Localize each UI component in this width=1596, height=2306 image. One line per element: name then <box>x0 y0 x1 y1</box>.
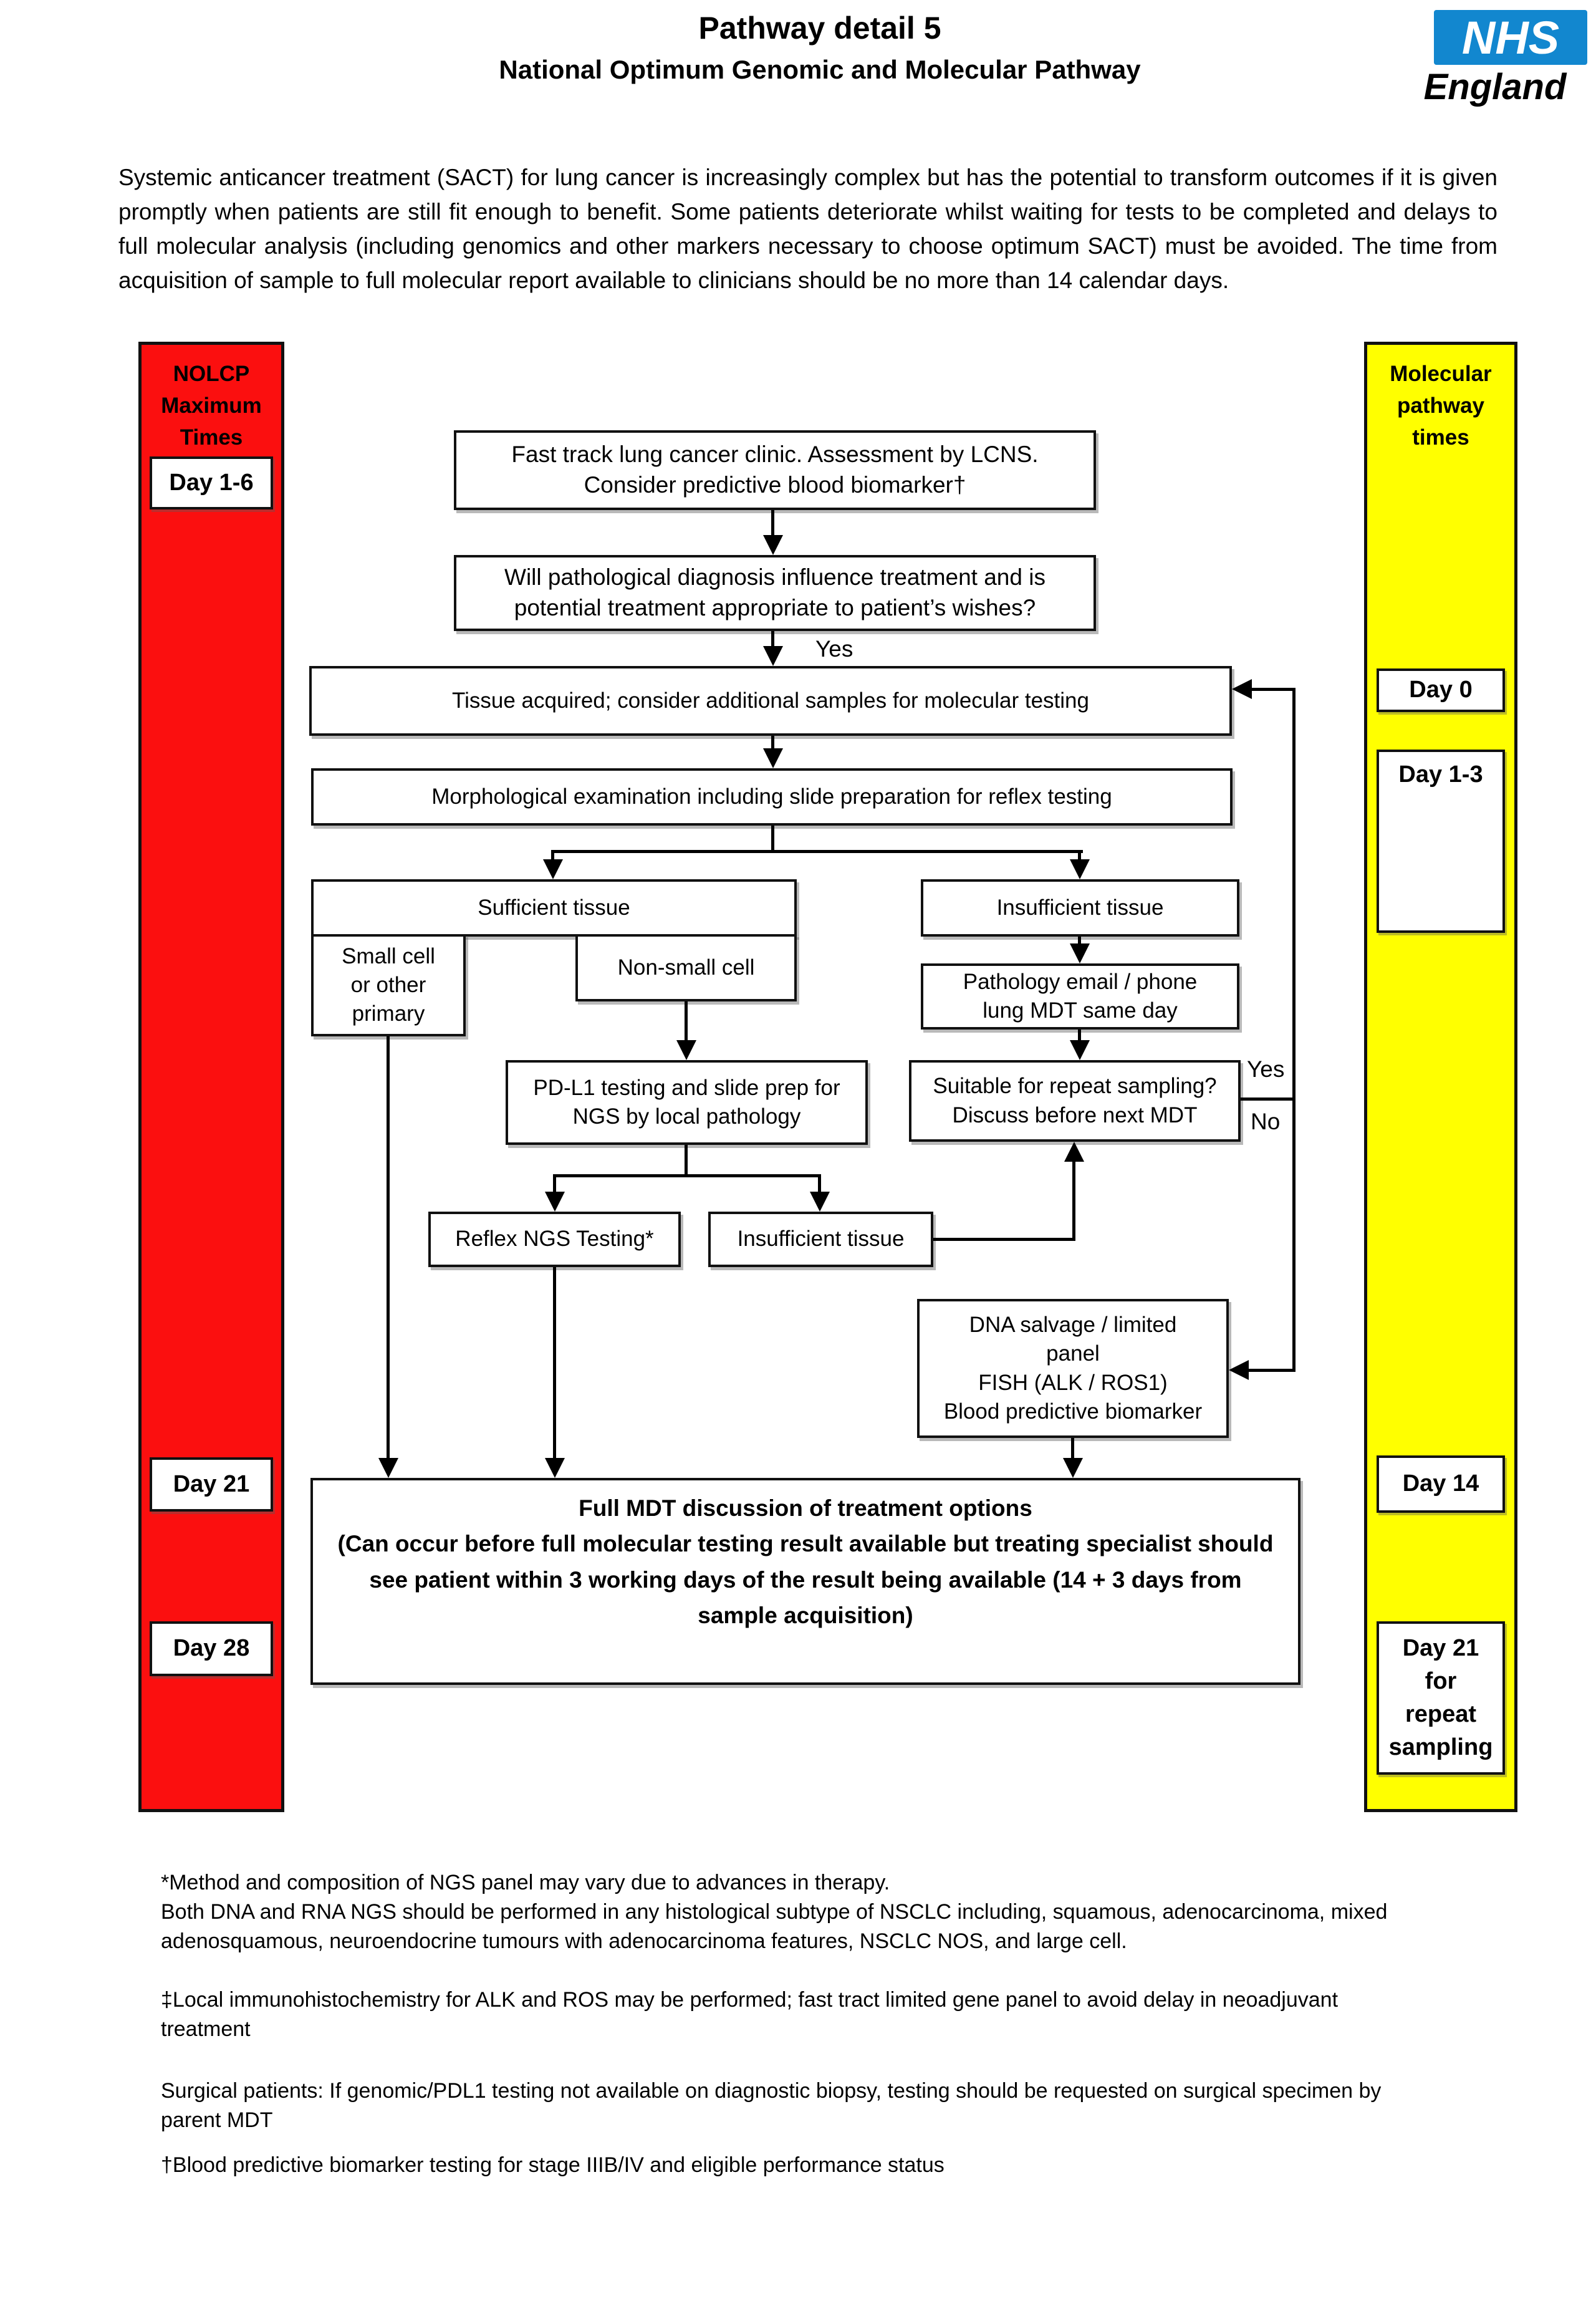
connector-line <box>1241 1098 1296 1101</box>
label-yes-diagnosis: Yes <box>815 636 853 662</box>
connector-line <box>933 1238 1075 1241</box>
arrowhead-down <box>763 646 783 666</box>
box-reflex-ngs: Reflex NGS Testing* <box>428 1212 681 1267</box>
connector-line <box>387 1036 390 1459</box>
connector-line <box>1078 937 1081 945</box>
label-yes-repeat-sampling: Yes <box>1247 1056 1285 1082</box>
box-small-cell: Small cell or other primary <box>311 934 466 1036</box>
box-pathology-email: Pathology email / phone lung MDT same da… <box>921 963 1239 1030</box>
box-pdl1-testing: PD-L1 testing and slide prep for NGS by … <box>506 1060 868 1145</box>
footnote-surgical-patients: Surgical patients: If genomic/PDL1 testi… <box>161 2079 1382 2132</box>
connector-line <box>1292 688 1296 1372</box>
box-tissue-acquired: Tissue acquired; consider additional sam… <box>309 666 1232 736</box>
arrowhead-down <box>545 1192 565 1212</box>
nolcp-times-column: NOLCP Maximum Times <box>138 342 284 1812</box>
molecular-column-header: Molecular pathway times <box>1390 362 1492 450</box>
box-full-mdt: Full MDT discussion of treatment options… <box>310 1478 1300 1685</box>
milestone-day-28: Day 28 <box>150 1621 273 1676</box>
arrowhead-down <box>763 748 783 768</box>
arrowhead-down <box>543 859 563 879</box>
milestone-day-14: Day 14 <box>1377 1455 1505 1513</box>
arrowhead-down <box>763 535 783 555</box>
arrowhead-down <box>676 1040 696 1060</box>
arrowhead-down <box>1063 1458 1083 1478</box>
box-non-small-cell: Non-small cell <box>575 934 797 1001</box>
milestone-day-21: Day 21 <box>150 1457 273 1512</box>
connector-line <box>1071 1438 1074 1459</box>
connector-line <box>685 1001 688 1041</box>
box-pathological-diagnosis-question: Will pathological diagnosis influence tr… <box>454 555 1096 631</box>
connector-line <box>551 850 554 861</box>
arrowhead-down <box>1070 859 1090 879</box>
box-insufficient-tissue: Insufficient tissue <box>921 879 1239 937</box>
connector-line <box>1072 1160 1075 1240</box>
box-insufficient-tissue-2: Insufficient tissue <box>708 1212 933 1267</box>
arrowhead-down <box>378 1458 398 1478</box>
arrowhead-left <box>1229 1360 1249 1380</box>
box-sufficient-tissue: Sufficient tissue <box>311 879 797 937</box>
intro-paragraph: Systemic anticancer treatment (SACT) for… <box>118 165 1497 293</box>
page-subtitle: National Optimum Genomic and Molecular P… <box>499 55 1141 84</box>
box-dna-salvage: DNA salvage / limited panel FISH (ALK / … <box>917 1299 1229 1438</box>
arrowhead-left <box>1232 679 1252 699</box>
footnote-blood-biomarker: †Blood predictive biomarker testing for … <box>161 2153 945 2177</box>
arrowhead-down <box>545 1458 565 1478</box>
connector-line <box>771 736 774 751</box>
milestone-day-21-repeat: Day 21 for repeat sampling <box>1377 1621 1505 1775</box>
connector-line <box>1078 850 1081 861</box>
connector-line <box>1247 1369 1296 1372</box>
arrowhead-down <box>1070 1040 1090 1060</box>
connector-line <box>553 1174 821 1177</box>
footnote-ngs-panel: *Method and composition of NGS panel may… <box>161 1871 1388 1953</box>
footnote-local-ihc: ‡Local immunohistochemistry for ALK and … <box>161 1988 1339 2041</box>
connector-line <box>771 510 774 538</box>
connector-line <box>1078 1030 1081 1042</box>
connector-line <box>1251 688 1296 691</box>
page-title: Pathway detail 5 <box>698 11 941 46</box>
connector-line <box>771 826 774 853</box>
molecular-times-column: Molecular pathway times <box>1364 342 1517 1812</box>
milestone-day-1-6: Day 1-6 <box>150 456 273 509</box>
nhs-england-wordmark: England <box>1423 67 1567 107</box>
arrowhead-down <box>810 1192 830 1212</box>
connector-line <box>818 1174 821 1193</box>
arrowhead-down <box>1070 943 1090 963</box>
connector-line <box>771 631 774 647</box>
milestone-day-1-3: Day 1-3 <box>1377 750 1505 933</box>
arrowhead-up <box>1064 1142 1084 1162</box>
label-no-repeat-sampling: No <box>1251 1109 1281 1134</box>
box-fast-track-clinic: Fast track lung cancer clinic. Assessmen… <box>454 430 1096 510</box>
connector-line <box>551 850 1083 853</box>
connector-line <box>685 1145 688 1177</box>
nolcp-column-header: NOLCP Maximum Times <box>161 362 262 450</box>
box-suitable-repeat-sampling: Suitable for repeat sampling? Discuss be… <box>909 1060 1241 1142</box>
milestone-day-0: Day 0 <box>1377 668 1505 712</box>
connector-line <box>553 1174 556 1193</box>
connector-line <box>553 1267 556 1459</box>
nhs-logo: NHS <box>1434 10 1587 65</box>
box-morphological-examination: Morphological examination including slid… <box>311 768 1233 826</box>
